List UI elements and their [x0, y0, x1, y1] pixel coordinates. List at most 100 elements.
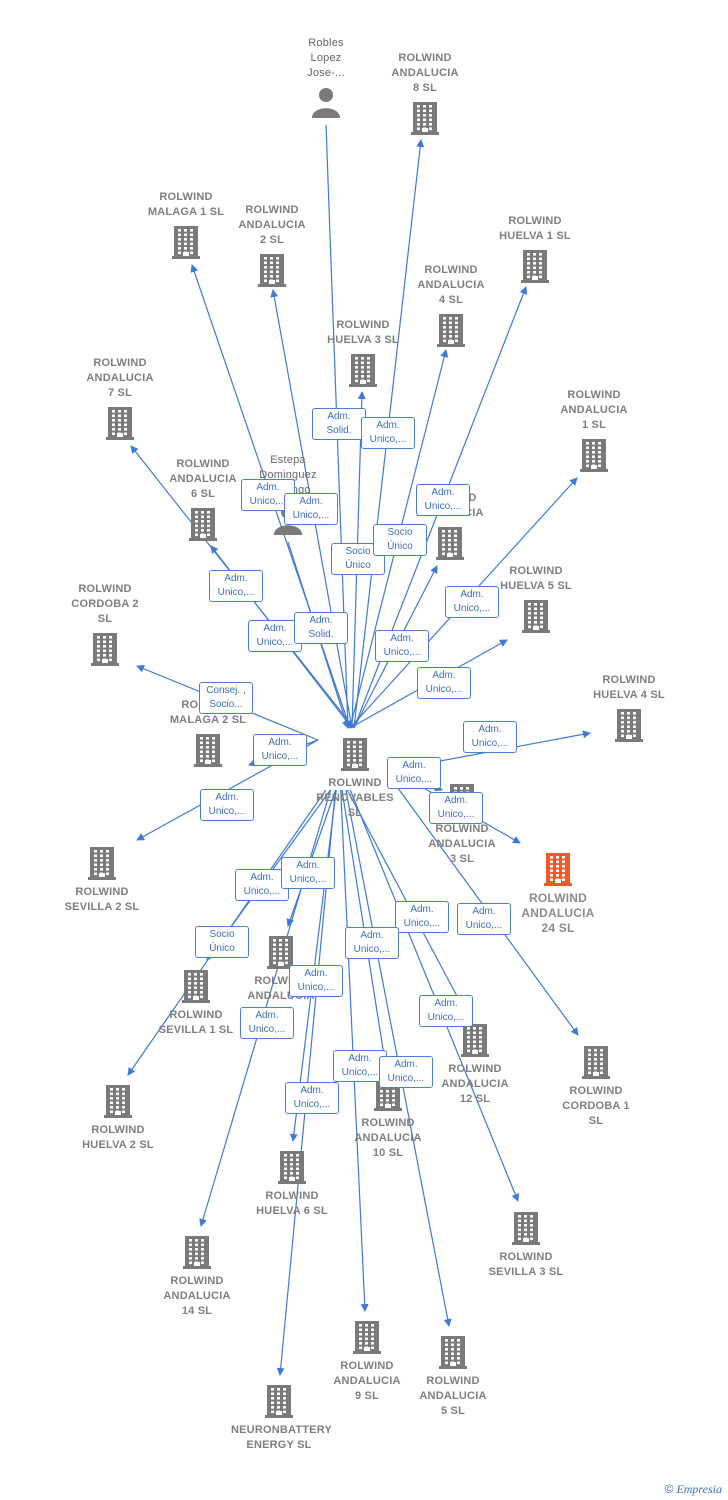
edge-role-label[interactable]: Socio Único — [373, 524, 427, 556]
edge-role-label[interactable]: Adm. Unico,... — [285, 1082, 339, 1114]
building-icon — [346, 352, 380, 388]
node-huelva2[interactable]: ROLWIND HUELVA 2 SL — [70, 1083, 166, 1151]
edge-role-label[interactable]: Adm. Unico,... — [209, 570, 263, 602]
brand-name: Empresia — [676, 1482, 722, 1496]
node-label: ROLWIND HUELVA 6 SL — [256, 1190, 328, 1217]
edge-role-label[interactable]: Adm. Unico,... — [387, 757, 441, 789]
node-and14[interactable]: ROLWIND ANDALUCIA 14 SL — [149, 1234, 245, 1317]
node-malaga1[interactable]: ROLWIND MALAGA 1 SL — [138, 190, 234, 259]
edge-role-label[interactable]: Adm. Unico,... — [289, 965, 343, 997]
node-label: ROLWIND ANDALUCIA 24 SL — [521, 891, 595, 935]
node-label: ROLWIND ANDALUCIA 3 SL — [428, 823, 496, 865]
node-and1[interactable]: ROLWIND ANDALUCIA 1 SL — [546, 388, 642, 472]
node-and12[interactable]: ROLWIND ANDALUCIA 12 SL — [427, 1022, 523, 1105]
node-neuron[interactable]: NEURONBATTERY ENERGY SL — [231, 1383, 332, 1451]
building-icon — [579, 1044, 613, 1080]
node-renovables[interactable]: ROLWIND RENOVABLES SL — [307, 736, 403, 819]
building-icon — [103, 405, 137, 441]
edge-role-label[interactable]: Adm. Unico,... — [281, 857, 335, 889]
edge-role-label[interactable]: Adm. Unico,... — [345, 927, 399, 959]
edge-role-label[interactable]: Adm. Unico,... — [445, 586, 499, 618]
node-label: ROLWIND RENOVABLES SL — [316, 777, 394, 819]
edge-role-label[interactable]: Adm. Unico,... — [429, 792, 483, 824]
node-label: ROLWIND MALAGA 1 SL — [147, 191, 225, 218]
edge-role-label[interactable]: Adm. Unico,... — [416, 484, 470, 516]
building-icon — [338, 736, 372, 772]
building-icon — [434, 312, 468, 348]
edge-role-label[interactable]: Adm. Unico,... — [200, 789, 254, 821]
node-label: ROLWIND HUELVA 4 SL — [593, 674, 665, 701]
node-label: ROLWIND ANDALUCIA 10 SL — [354, 1117, 422, 1159]
building-icon — [433, 525, 467, 561]
building-icon — [436, 1334, 470, 1370]
building-icon — [180, 1234, 214, 1270]
building-icon — [85, 845, 119, 881]
node-and4[interactable]: ROLWIND ANDALUCIA 4 SL — [403, 263, 499, 347]
building-icon — [612, 707, 646, 743]
node-sevilla2[interactable]: ROLWIND SEVILLA 2 SL — [54, 845, 150, 913]
person-icon — [309, 85, 343, 121]
node-label: NEURONBATTERY ENERGY SL — [231, 1424, 332, 1451]
node-label: ROLWIND SEVILLA 1 SL — [158, 1009, 234, 1036]
node-label: ROLWIND ANDALUCIA 4 SL — [417, 264, 485, 306]
edge-role-label[interactable]: Adm. Unico,... — [284, 493, 338, 525]
node-label: ROLWIND HUELVA 1 SL — [499, 215, 571, 242]
edge-role-label[interactable]: Adm. Solid. — [312, 408, 366, 440]
node-sevilla1[interactable]: ROLWIND SEVILLA 1 SL — [148, 968, 244, 1036]
node-label: Robles Lopez Jose-... — [307, 37, 345, 79]
edge-role-label[interactable]: Adm. Unico,... — [361, 417, 415, 449]
node-cordoba1[interactable]: ROLWIND CORDOBA 1 SL — [548, 1044, 644, 1127]
node-huelva1[interactable]: ROLWIND HUELVA 1 SL — [487, 214, 583, 283]
copyright-symbol: © — [664, 1482, 674, 1496]
node-huelva6[interactable]: ROLWIND HUELVA 6 SL — [244, 1149, 340, 1217]
building-icon — [408, 100, 442, 136]
building-icon — [191, 732, 225, 768]
node-label: ROLWIND ANDALUCIA 6 SL — [169, 458, 237, 500]
node-and24[interactable]: ROLWIND ANDALUCIA 24 SL — [510, 851, 606, 935]
footer-brand[interactable]: ©Empresia — [665, 1482, 722, 1497]
building-icon — [350, 1319, 384, 1355]
building-icon — [264, 934, 298, 970]
node-label: ROLWIND HUELVA 2 SL — [82, 1124, 154, 1151]
node-label: ROLWIND ANDALUCIA 12 SL — [441, 1063, 509, 1105]
node-robles[interactable]: Robles Lopez Jose-... — [278, 36, 374, 118]
node-huelva4[interactable]: ROLWIND HUELVA 4 SL — [581, 673, 677, 742]
building-icon — [255, 252, 289, 288]
edge-role-label[interactable]: Socio Único — [195, 926, 249, 958]
edge-role-label[interactable]: Adm. Unico,... — [240, 1007, 294, 1039]
node-huelva3[interactable]: ROLWIND HUELVA 3 SL — [315, 318, 411, 387]
building-icon — [275, 1149, 309, 1185]
edge-role-label[interactable]: Adm. Unico,... — [419, 995, 473, 1027]
node-label: ROLWIND CORDOBA 2 SL — [71, 583, 139, 625]
edge-role-label[interactable]: Adm. Unico,... — [235, 869, 289, 901]
node-and6[interactable]: ROLWIND ANDALUCIA 6 SL — [155, 457, 251, 541]
edge-role-label[interactable]: Adm. Unico,... — [457, 903, 511, 935]
edge-role-label[interactable]: Adm. Unico,... — [375, 630, 429, 662]
edge-role-label[interactable]: Adm. Unico,... — [253, 734, 307, 766]
node-huelva5[interactable]: ROLWIND HUELVA 5 SL — [488, 564, 584, 633]
edge-role-label[interactable]: Adm. Unico,... — [248, 620, 302, 652]
node-sevilla3[interactable]: ROLWIND SEVILLA 3 SL — [478, 1210, 574, 1278]
node-label: ROLWIND ANDALUCIA 2 SL — [238, 204, 306, 246]
node-cordoba2[interactable]: ROLWIND CORDOBA 2 SL — [57, 582, 153, 666]
building-icon — [577, 437, 611, 473]
node-and9[interactable]: ROLWIND ANDALUCIA 9 SL — [319, 1319, 415, 1402]
building-icon — [169, 224, 203, 260]
node-and5[interactable]: ROLWIND ANDALUCIA 5 SL — [405, 1334, 501, 1417]
node-and8[interactable]: ROLWIND ANDALUCIA 8 SL — [377, 51, 473, 135]
node-label: ROLWIND ANDALUCIA 14 SL — [163, 1275, 231, 1317]
building-icon — [509, 1210, 543, 1246]
edge-role-label[interactable]: Adm. Solid. — [294, 612, 348, 644]
node-label: ROLWIND ANDALUCIA 9 SL — [333, 1360, 401, 1402]
building-icon — [518, 248, 552, 284]
node-estepa[interactable]: Estepa Dominguez Domingo — [240, 453, 336, 535]
node-and7[interactable]: ROLWIND ANDALUCIA 7 SL — [72, 356, 168, 440]
node-and2[interactable]: ROLWIND ANDALUCIA 2 SL — [224, 203, 320, 287]
edge-role-label[interactable]: Adm. Unico,... — [333, 1050, 387, 1082]
edge-role-label[interactable]: Adm. Unico,... — [379, 1056, 433, 1088]
node-label: ROLWIND HUELVA 5 SL — [500, 565, 572, 592]
edge-role-label[interactable]: Consej. , Socio... — [199, 682, 253, 714]
edge-role-label[interactable]: Adm. Unico,... — [395, 901, 449, 933]
edge-role-label[interactable]: Adm. Unico,... — [417, 667, 471, 699]
edge-role-label[interactable]: Adm. Unico,... — [463, 721, 517, 753]
